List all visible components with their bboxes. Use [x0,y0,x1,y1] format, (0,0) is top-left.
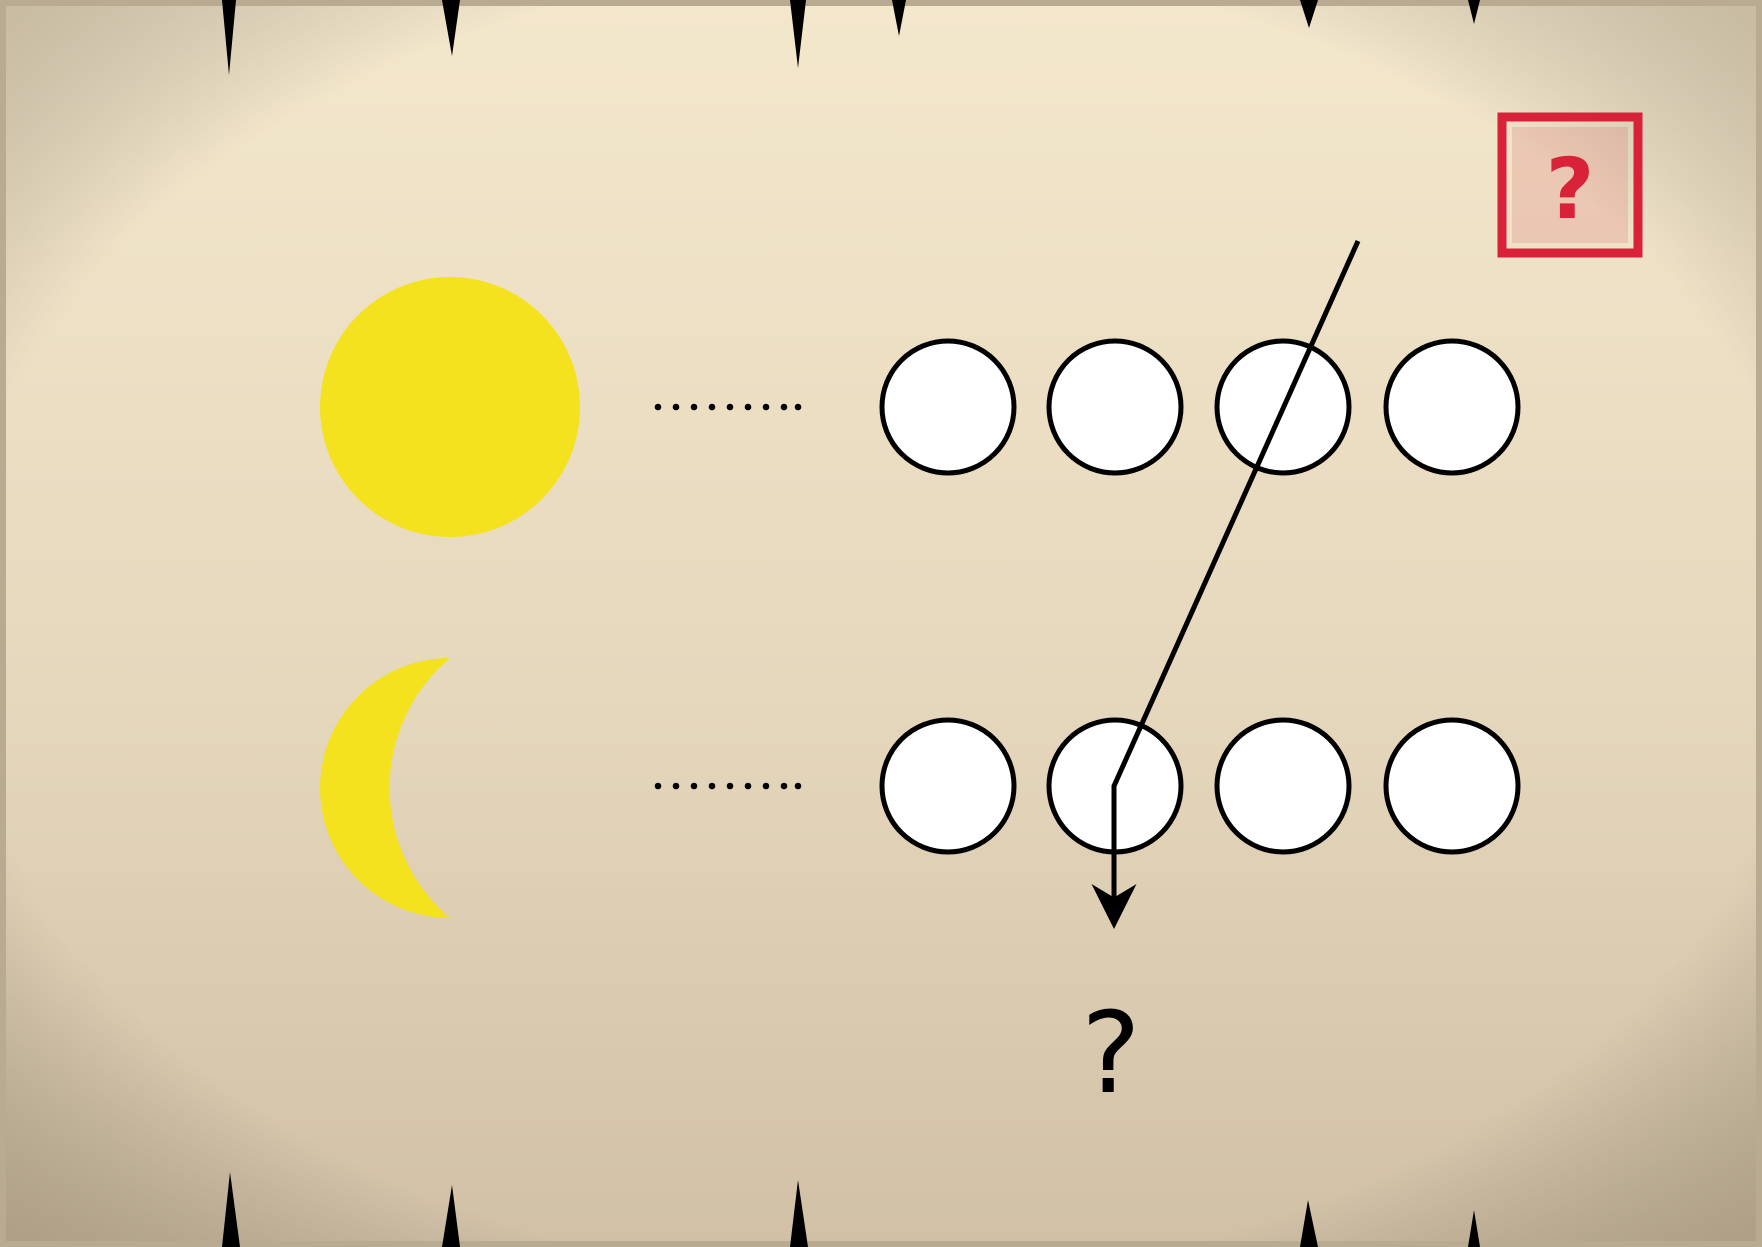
circle-slot[interactable] [1383,717,1521,855]
answer-question-mark: ? [1081,989,1140,1119]
circle-slot[interactable] [1214,717,1352,855]
question-stamp-icon: ? [1497,112,1643,258]
circle-row-1 [879,338,1521,476]
dotted-connector-row-1 [654,403,802,411]
torn-edge-top [222,0,1480,75]
dotted-connector-row-2 [654,782,802,790]
circle-slot[interactable] [879,338,1017,476]
circle-slot[interactable] [1383,338,1521,476]
crescent-moon-icon [320,658,450,918]
path-arrow [1091,239,1361,929]
circle-slot[interactable] [1046,338,1184,476]
stamp-glyph: ? [1546,140,1595,238]
torn-edge-bottom [222,1172,1480,1247]
sun-icon [320,277,580,537]
circle-slot[interactable] [879,717,1017,855]
